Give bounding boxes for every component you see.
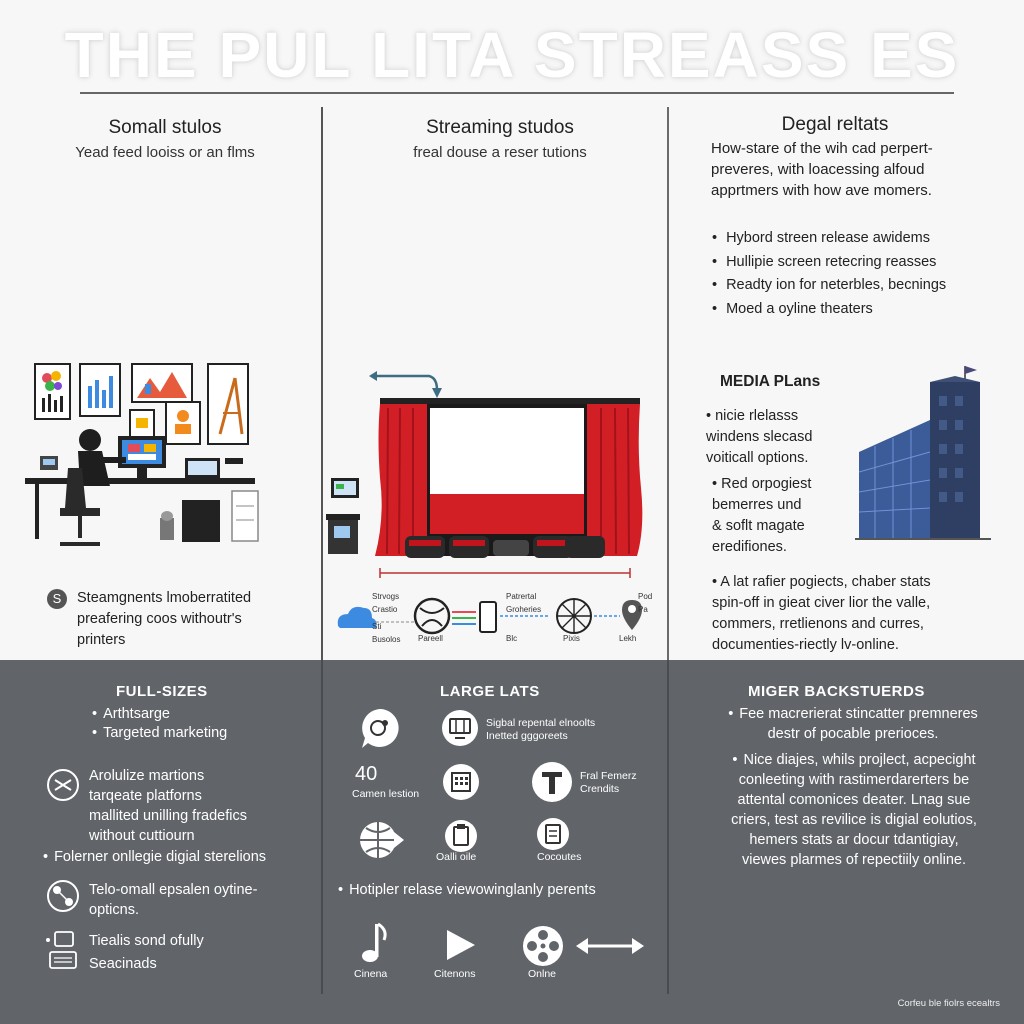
full-sizes-block-3: Tiealis sond ofully Seacinads bbox=[89, 933, 204, 972]
large-lats-item-1: Sigbal repental elnoolts Inetted gggoree… bbox=[486, 717, 596, 742]
document-icon bbox=[537, 818, 569, 850]
oalli-label: Oalli oile bbox=[436, 851, 477, 863]
monitor-icon bbox=[442, 710, 478, 746]
flow-label-lekh: Lekh bbox=[619, 634, 637, 643]
bottom-divider-left bbox=[321, 660, 323, 994]
small-studios-title: Somall stulos bbox=[108, 117, 222, 138]
cocoutes-label: Cocoutes bbox=[537, 851, 582, 863]
digital-results-title: Degal reltats bbox=[781, 114, 889, 135]
film-reel-icon bbox=[523, 926, 563, 966]
media-plans-title: MEDIA PLans bbox=[720, 373, 821, 390]
citenons-label: Citenons bbox=[434, 968, 476, 980]
large-lats-title: LARGE LATS bbox=[440, 683, 540, 700]
s-badge-icon: S bbox=[47, 589, 67, 609]
larger-backstudios-p2: Nice diajes, whils projlect, acpecight c… bbox=[698, 750, 1010, 870]
full-sizes-title: FULL-SIZES bbox=[116, 683, 208, 700]
full-sizes-item-2: Targeted marketing bbox=[92, 723, 227, 743]
full-sizes-item-1: Arthtsarge bbox=[92, 704, 170, 724]
digital-bullet-1: Hybord streen release awidems bbox=[712, 227, 1012, 251]
office-building-icon bbox=[855, 366, 991, 540]
media-text-3: • A lat rafier pogiects, chaber stats sp… bbox=[712, 574, 931, 653]
flow-label-strvogs: Strvogs Crastio bbox=[372, 592, 400, 614]
flow-label-blc: Blc bbox=[506, 634, 518, 643]
final-frames-label: Fral Femerz Crendits bbox=[580, 770, 637, 795]
theater-screen-illustration bbox=[326, 371, 643, 578]
streaming-studios-subtitle: freal douse a reser tutions bbox=[413, 144, 587, 161]
full-sizes-block-2: Telo-omall epsalen oytine- opticns. bbox=[89, 882, 258, 918]
top-divider bbox=[80, 92, 954, 94]
text-t-icon bbox=[532, 762, 572, 802]
play-icon bbox=[447, 930, 475, 960]
calendar-icon bbox=[443, 764, 479, 800]
larger-backstudios-title: MIGER BACKSTUERDS bbox=[748, 683, 925, 700]
flow-label-sti: Sti Busolos bbox=[372, 622, 401, 644]
flow-label-pixis: Pixis bbox=[563, 634, 580, 643]
large-lats-number: 40 bbox=[355, 763, 378, 785]
share-nodes-icon bbox=[47, 880, 79, 912]
cinema-label: Cinena bbox=[354, 968, 388, 980]
music-note-icon bbox=[362, 922, 387, 962]
digital-intro: How-stare of the wih cad perpert- prever… bbox=[711, 140, 933, 199]
flow-label-pareell: Pareell bbox=[418, 634, 443, 643]
digital-bullet-4: Moed a oyline theaters bbox=[712, 298, 1012, 322]
column-divider-left bbox=[321, 107, 323, 995]
globe-play-icon bbox=[360, 822, 404, 858]
column-divider-right bbox=[667, 107, 669, 995]
camera-location-label: Camen lestion bbox=[352, 788, 420, 800]
streaming-studios-title: Streaming studos bbox=[426, 117, 574, 138]
full-sizes-block-1: Arolulize martions tarqeate platforns ma… bbox=[89, 768, 247, 844]
media-text-1: • nicie rlelasss windens slecasd voitica… bbox=[706, 408, 813, 466]
devices-icon bbox=[46, 931, 77, 969]
office-desk-illustration bbox=[25, 363, 259, 546]
flow-label-patrertal: Patrertal Groheries bbox=[506, 592, 542, 614]
large-lats-bullet: Hotipler relase viewowinglanly perents bbox=[338, 880, 596, 900]
page-title: THE PUL LITA STREASS ES bbox=[64, 19, 960, 91]
footer-credit: Corfeu ble fiolrs ecealtrs bbox=[897, 998, 1000, 1009]
clipboard-icon bbox=[445, 820, 477, 852]
flow-label-pod: Pod Pa bbox=[638, 592, 653, 614]
double-arrow-icon bbox=[576, 938, 644, 954]
digital-bullets: Hybord streen release awidems Hullipie s… bbox=[712, 227, 1012, 321]
bottom-divider-right bbox=[667, 660, 669, 994]
streaming-flow-icons bbox=[337, 597, 642, 635]
small-studios-note: Steamgnents lmoberratited preafering coo… bbox=[77, 590, 252, 648]
small-studios-subtitle: Yead feed looiss or an flms bbox=[75, 144, 255, 161]
digital-bullet-2: Hullipie screen retecring reasses bbox=[712, 251, 1012, 275]
chat-bubble-icon bbox=[362, 709, 399, 748]
shuffle-icon bbox=[47, 769, 79, 801]
larger-backstudios-p1: Fee macrerierat stincatter premneres des… bbox=[698, 704, 1008, 744]
online-label: Onlne bbox=[528, 968, 557, 980]
digital-bullet-3: Readty ion for neterbles, becnings bbox=[712, 274, 1012, 298]
full-sizes-item-3: Folerner onllegie digial sterelions bbox=[43, 847, 266, 867]
media-text-2: • Red orpogiest bemerres und & soflt mag… bbox=[712, 476, 812, 555]
